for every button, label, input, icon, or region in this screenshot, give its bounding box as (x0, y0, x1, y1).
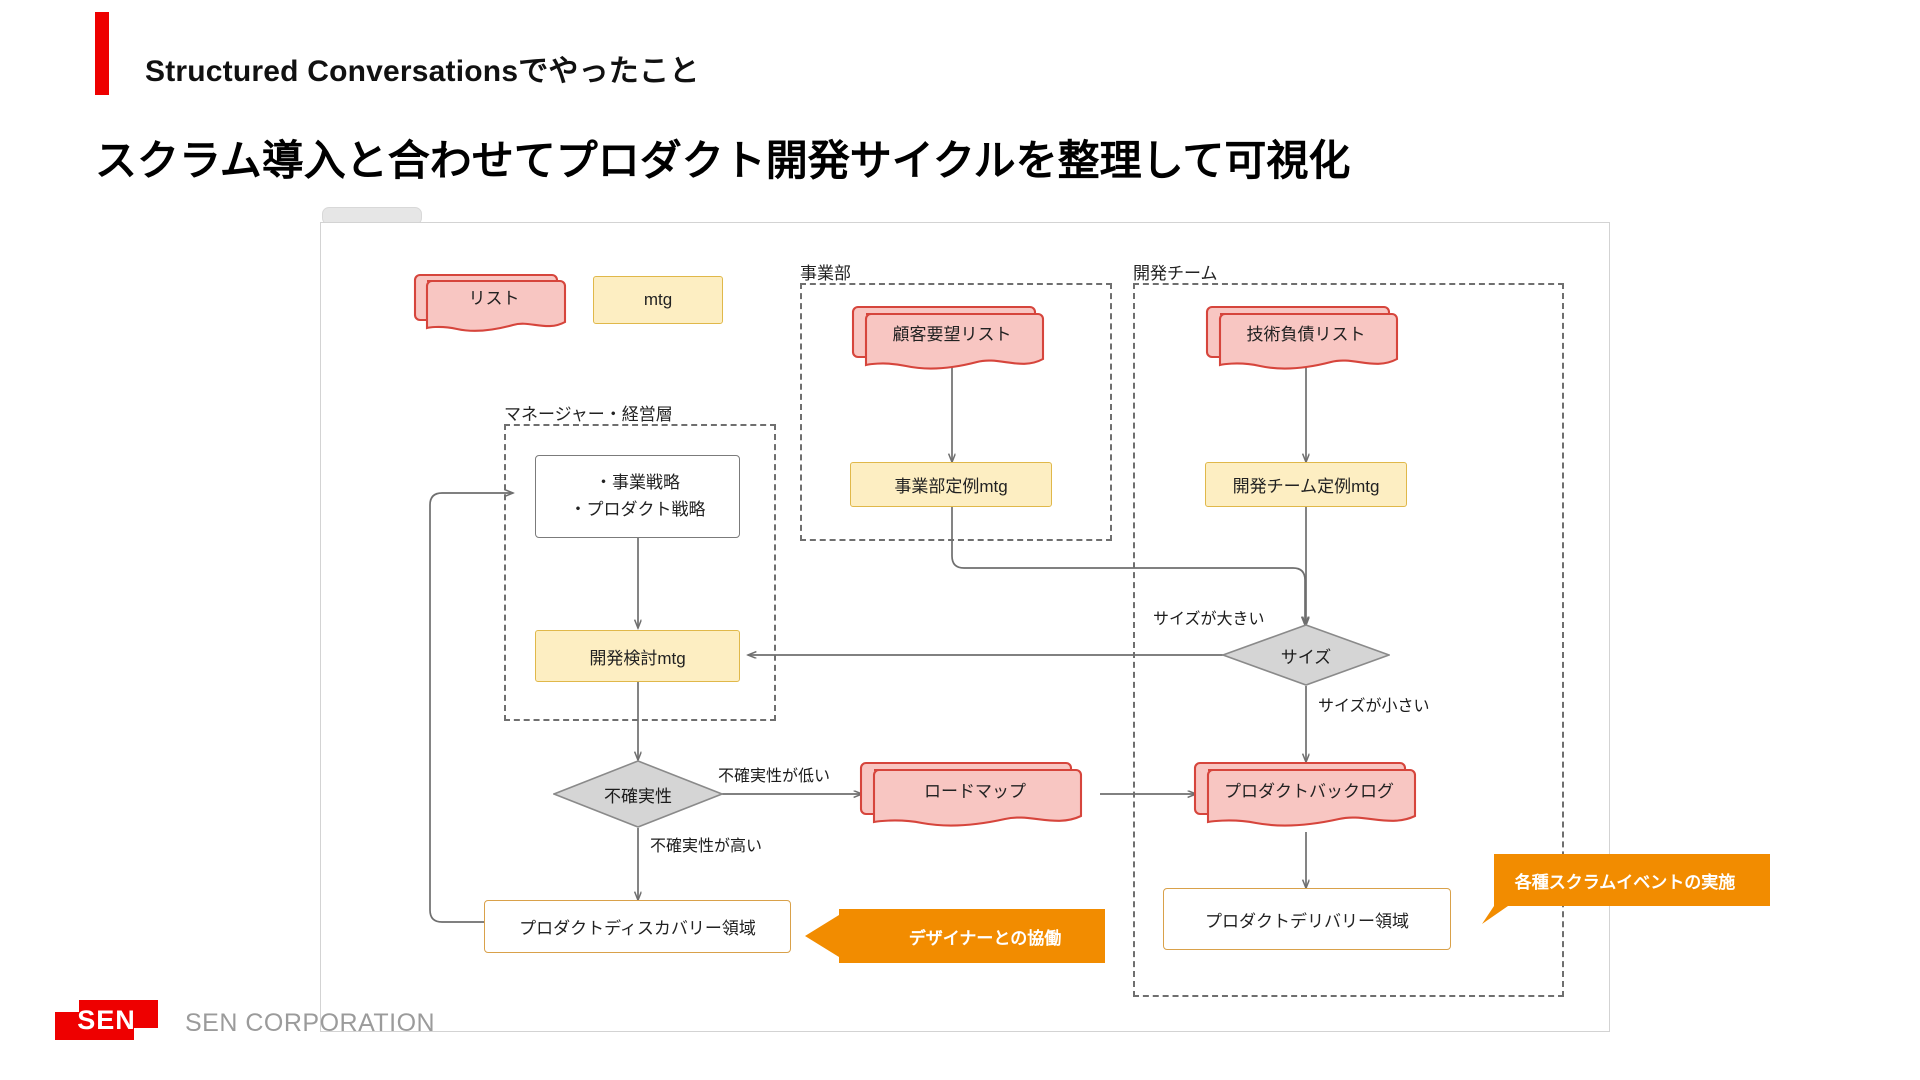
node-tech-debt-list-label: 技術負債リスト (1246, 324, 1366, 344)
logo-cut-top-left (55, 1000, 79, 1012)
node-product-discovery-area: プロダクトディスカバリー領域 (484, 900, 791, 953)
sen-logo-text: SEN CORPORATION (185, 1009, 436, 1037)
group-label-business: 事業部 (800, 264, 851, 283)
sen-logo-mark-text: SEN (77, 1004, 136, 1035)
node-product-backlog-label: プロダクトバックログ (1224, 781, 1394, 801)
node-roadmap-label: ロードマップ (924, 781, 1026, 801)
group-label-manager: マネージャー・経営層 (504, 405, 673, 424)
node-uncertainty-decision-label: 不確実性 (604, 786, 672, 806)
group-box-manager (504, 424, 776, 721)
node-tech-debt-list: 技術負債リスト (1205, 302, 1404, 374)
sen-logo-mark: SEN (55, 1000, 158, 1040)
callout-scrum-events-text: 各種スクラムイベントの実施 (1514, 872, 1736, 892)
slide-headline: スクラム導入と合わせてプロダクト開発サイクルを整理して可視化 (95, 137, 1351, 184)
callout-designer-collaboration: デザイナーとの協働 (805, 909, 1105, 963)
group-label-devteam: 開発チーム (1133, 264, 1218, 283)
edge-label-uncertainty-low: 不確実性が低い (718, 768, 831, 785)
node-product-backlog: プロダクトバックログ (1193, 758, 1422, 832)
logo-cut-bottom-right (134, 1028, 158, 1040)
node-roadmap: ロードマップ (859, 758, 1088, 832)
node-devteam-regular-mtg: 開発チーム定例mtg (1205, 462, 1407, 507)
callout-scrum-events: 各種スクラムイベントの実施 (1480, 854, 1770, 924)
node-strategy: ・事業戦略 ・プロダクト戦略 (535, 455, 740, 538)
callout-designer-collaboration-text: デザイナーとの協働 (908, 928, 1062, 948)
group-box-devteam (1133, 283, 1564, 997)
slide-eyebrow-title: Structured Conversationsでやったこと (145, 55, 700, 88)
node-customer-request-list: 顧客要望リスト (851, 302, 1050, 374)
edge-label-size-small: サイズが小さい (1318, 698, 1430, 715)
edge-label-uncertainty-high: 不確実性が高い (650, 838, 763, 855)
legend-list-shape: リスト (413, 270, 572, 334)
legend-list-label: リスト (468, 288, 520, 308)
node-customer-request-list-label: 顧客要望リスト (892, 324, 1012, 344)
node-business-regular-mtg: 事業部定例mtg (850, 462, 1052, 507)
node-product-delivery-area: プロダクトデリバリー領域 (1163, 888, 1451, 950)
title-accent-bar (95, 12, 109, 95)
node-dev-review-mtg: 開発検討mtg (535, 630, 740, 682)
legend-mtg-shape: mtg (593, 276, 723, 324)
edge-label-size-large: サイズが大きい (1153, 611, 1265, 628)
node-size-decision-label: サイズ (1280, 647, 1332, 667)
group-box-business (800, 283, 1112, 541)
node-uncertainty-decision: 不確実性 (551, 760, 725, 828)
node-size-decision: サイズ (1220, 624, 1392, 686)
